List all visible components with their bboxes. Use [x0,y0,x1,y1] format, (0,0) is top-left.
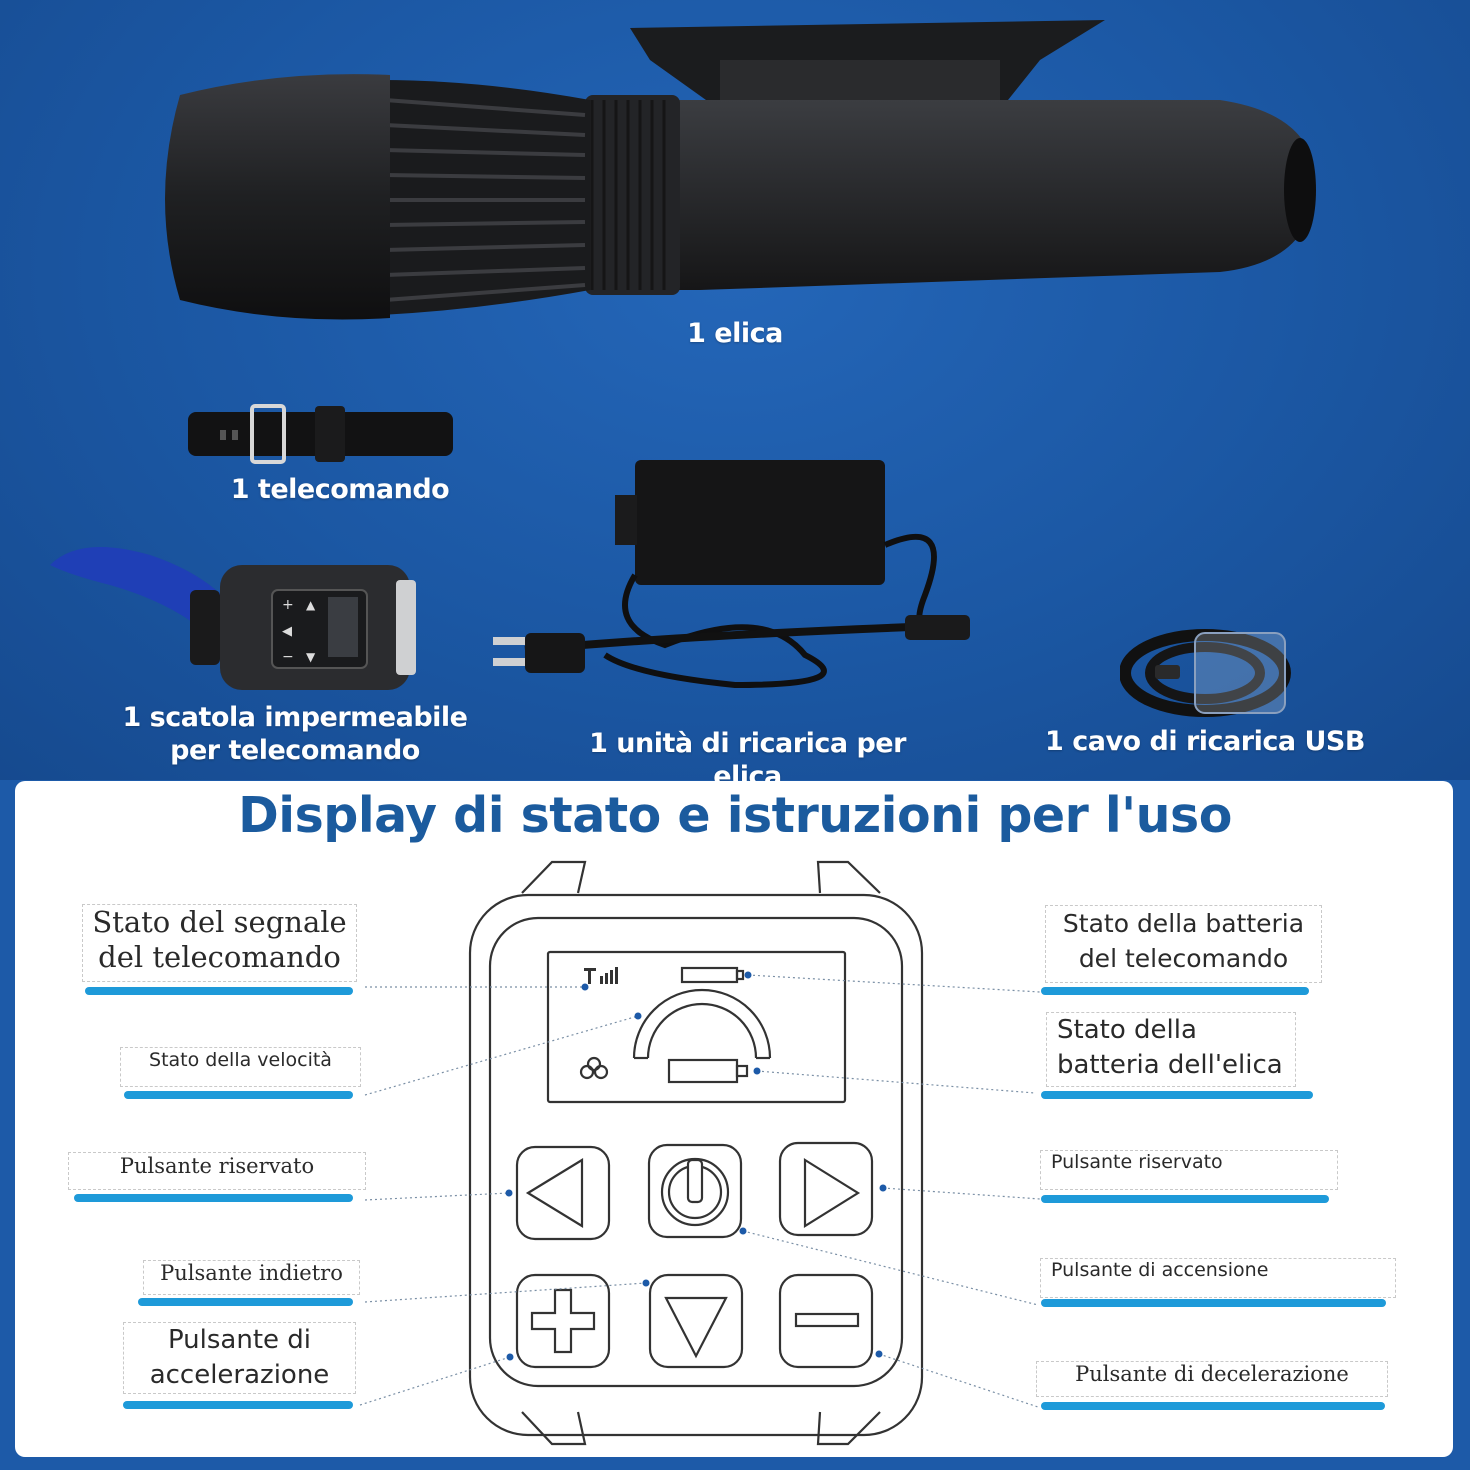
usb-cable-image [1120,629,1291,717]
svg-text:▲: ▲ [306,598,316,612]
waterproof-box-image: + ◀ ▲ ▼ − [50,547,416,690]
callout-decel-bar [1041,1402,1385,1410]
callout-accel-line1: Pulsante di [167,1325,312,1355]
charger-image [493,460,970,689]
signal-icon [584,967,618,984]
waterproof-box-label-line1: 1 scatola impermeabile [122,702,468,733]
callout-speed-status: Stato della velocità [120,1047,361,1087]
callout-remote-battery-line1: Stato della batteria [1062,909,1305,938]
callout-reserved-left: Pulsante riservato [68,1152,366,1190]
callout-back: Pulsante indietro [143,1260,360,1295]
callout-reserved-right: Pulsante riservato [1040,1150,1338,1190]
callout-signal-status-line1: Stato del segnale [92,905,347,939]
callout-accel-bar [123,1401,353,1409]
callout-power: Pulsante di accensione [1040,1258,1396,1298]
instruction-panel [15,781,1453,1457]
callout-reserved-left-bar [74,1194,353,1202]
remote-strap-image [188,404,453,464]
svg-text:▼: ▼ [306,650,316,664]
callout-prop-battery-line1: Stato della [1057,1015,1197,1045]
svg-text:◀: ◀ [282,624,292,639]
callout-speed-status-bar [124,1091,353,1099]
propeller-label: 1 elica [687,318,783,349]
svg-text:+: + [282,597,294,613]
callout-back-bar [138,1298,353,1306]
callout-prop-battery-line2: batteria dell'elica [1057,1050,1283,1080]
diagram-title: Display di stato e istruzioni per l'uso [238,787,1232,844]
callout-accel-line2: accelerazione [149,1360,330,1390]
callout-prop-battery-bar [1041,1091,1313,1099]
callout-remote-battery-bar [1041,987,1309,995]
callout-remote-battery: Stato della batteria del telecomando [1045,905,1322,983]
propeller-image [165,20,1316,320]
callout-decel: Pulsante di decelerazione [1036,1361,1388,1397]
waterproof-box-label: 1 scatola impermeabile per telecomando [80,701,510,767]
callout-reserved-right-bar [1041,1195,1329,1203]
callout-signal-status-bar [85,987,353,995]
remote-label: 1 telecomando [230,474,450,505]
callout-signal-status-line2: del telecomando [98,940,341,974]
callout-prop-battery: Stato della batteria dell'elica [1046,1012,1296,1087]
callout-power-bar [1041,1299,1386,1307]
callout-signal-status: Stato del segnale del telecomando [82,904,357,982]
waterproof-box-label-line2: per telecomando [170,735,420,766]
svg-text:−: − [282,649,294,665]
callout-remote-battery-line2: del telecomando [1078,944,1289,973]
usb-cable-label: 1 cavo di ricarica USB [1045,726,1365,757]
callout-accel: Pulsante di accelerazione [123,1322,356,1394]
